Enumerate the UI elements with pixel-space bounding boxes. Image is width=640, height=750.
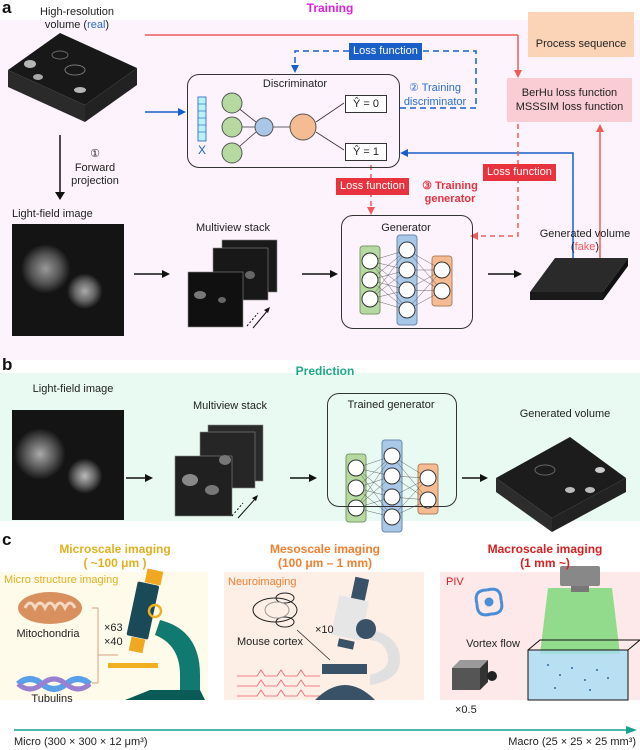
generated-volume-label-prediction: Generated volume <box>519 408 611 420</box>
trained-generator-label: Trained generator <box>347 399 435 411</box>
mouse-head-icon <box>252 592 298 628</box>
forward-label-line2: projection <box>71 175 119 187</box>
y-hat-zero-box: Ŷ = 0 <box>345 95 387 113</box>
scale-micro-label: Micro (300 × 300 × 12 μm³) <box>14 736 148 748</box>
lightfield-label-training: Light-field image <box>12 208 93 220</box>
discriminator-box <box>187 74 400 168</box>
training-discriminator-line1: ② Training <box>408 82 462 94</box>
hr-volume-close: ) <box>105 19 110 31</box>
panel-c-letter: c <box>2 530 12 549</box>
hr-volume-cube <box>8 33 137 122</box>
hr-volume-label-line2: volume (real) <box>22 19 132 32</box>
paren-open: ( <box>570 241 575 253</box>
multiview-label-prediction: Multiview stack <box>193 400 267 412</box>
magnification-x40: ×40 <box>104 636 123 648</box>
mesoscale-background <box>224 572 424 700</box>
lightfield-image-training <box>12 224 124 336</box>
prediction-title: Prediction <box>295 364 355 378</box>
paren-close: ) <box>595 241 600 253</box>
generator-box <box>341 215 473 329</box>
generated-volume-cube <box>496 437 626 532</box>
msssim-loss-label: MSSSIM loss function <box>515 101 624 113</box>
lightfield-image-prediction <box>12 410 124 520</box>
panel-b-letter: b <box>2 355 13 374</box>
loss-function-blue-label: Loss function <box>349 43 422 60</box>
microscale-microscope <box>108 568 205 700</box>
mouse-cortex-label: Mouse cortex <box>236 636 304 648</box>
hr-volume-text: volume ( <box>44 19 88 31</box>
forward-step-number: ① <box>90 148 100 160</box>
trained-generator-box <box>327 393 457 507</box>
process-sequence-legend <box>528 12 634 57</box>
trained-generator-network <box>345 439 439 533</box>
lightfield-label-prediction: Light-field image <box>32 383 114 395</box>
magnification-x10: ×10 <box>315 624 334 636</box>
y-hat-one-box: Ŷ = 1 <box>345 143 387 161</box>
multiview-label-training: Multiview stack <box>196 222 270 234</box>
generator-label: Generator <box>381 222 431 234</box>
magnification-x63: ×63 <box>104 622 123 634</box>
vortex-flow-label: Vortex flow <box>466 638 520 650</box>
microscale-title-line1: Microscale imaging <box>59 542 171 556</box>
training-generator-line2: generator <box>424 193 476 205</box>
macroscale-title-line2: (1 mm ~) <box>520 556 570 570</box>
hr-volume-label-line1: High-resolution <box>40 6 114 18</box>
loss-function-red-label-1: Loss function <box>336 178 409 195</box>
x-input-label: X <box>197 143 206 157</box>
tubulins-label: Tubulins <box>31 693 73 705</box>
training-discriminator-line2: discriminator <box>403 96 467 108</box>
berhu-msssim-loss-box: BerHu loss function MSSSIM loss function <box>507 78 632 122</box>
piv-label: PIV <box>446 576 464 588</box>
panel-a-letter: a <box>2 0 12 17</box>
scale-macro-label: Macro (25 × 25 × 25 mm³) <box>508 736 636 748</box>
loss-function-red-label-2: Loss function <box>483 164 556 181</box>
calcium-traces <box>237 669 320 697</box>
magnification-x0-5: ×0.5 <box>455 704 477 716</box>
mesoscale-title-line2: (100 μm – 1 mm) <box>277 556 373 570</box>
multiview-stack-training <box>187 239 278 329</box>
vortex-flow-icon <box>474 587 504 617</box>
piv-tank <box>527 566 640 701</box>
mesoscale-title-line1: Mesoscale imaging <box>269 542 381 556</box>
tubulins-icon <box>16 676 92 692</box>
discriminator-label: Discriminator <box>262 78 328 90</box>
generated-volume-fake <box>530 258 628 292</box>
mitochondria-label: Mitochondria <box>16 628 80 640</box>
real-tag: real <box>87 19 106 31</box>
training-title: Training <box>306 1 354 15</box>
macroscale-title-line1: Macroscale imaging <box>487 542 603 556</box>
micro-structure-label: Micro structure imaging <box>4 574 119 586</box>
generated-volume-label-line1: Generated volume <box>539 228 631 240</box>
camera-icon <box>452 660 497 690</box>
neuroimaging-label: Neuroimaging <box>228 576 297 588</box>
fake-tag: fake <box>574 241 596 253</box>
forward-label-line1: Forward <box>74 162 116 174</box>
mitochondria-icon <box>18 592 82 624</box>
discriminator-network <box>197 92 345 164</box>
generated-volume-label-line2: (fake) <box>530 241 640 254</box>
generator-network <box>359 234 453 326</box>
multiview-stack-prediction <box>174 424 264 519</box>
microscale-title-line2: ( ~100 μm ) <box>83 556 147 570</box>
mesoscale-microscope <box>315 576 400 700</box>
process-sequence-label: Process sequence <box>535 38 627 50</box>
berhu-loss-label: BerHu loss function <box>521 87 618 99</box>
training-generator-line1: ③ Training <box>422 180 478 192</box>
